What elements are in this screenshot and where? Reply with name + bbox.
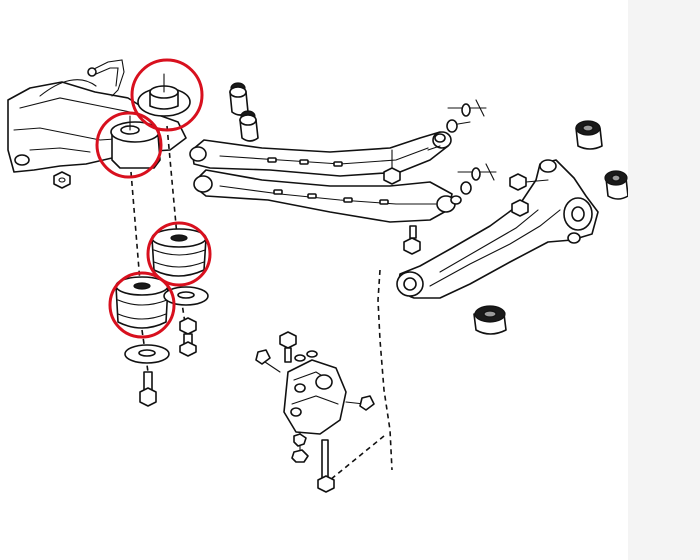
bracket-lower-bolts [291,431,335,493]
trailing-arm-bolt [509,173,549,191]
trailing-arm-bushing-mid [604,170,628,200]
upper-arm-end-bolt [383,149,401,185]
upper-control-arm [189,131,452,177]
alignment-line-trailing-arm [377,269,393,471]
washer-front [124,344,170,364]
trailing-arm-nut [511,199,529,217]
bracket-side-bolt [255,349,375,411]
arm-bolt-set-upper [427,99,487,151]
trailing-arm-bushing-front [473,305,507,335]
highlight-ring-upper-rear [130,58,204,132]
bushing-bolt-rear [179,317,197,357]
arm-bolt-set-lower [450,163,497,205]
bushing-bolt-front [139,371,157,407]
highlight-ring-upper-front [95,111,163,179]
trailing-arm-bushing-top [575,120,603,150]
subframe-lower-bushing-front [115,276,169,329]
side-panel [628,0,700,560]
arm-bushing-lower [239,110,259,142]
arm-bushing-upper [229,82,249,116]
lower-arm-end-bolt [403,225,421,255]
highlight-ring-lower-front [108,271,176,339]
alignment-line-bracket [329,435,385,481]
bracket-bolt-top [279,331,297,363]
subframe-lower-bushing-rear [151,228,207,277]
highlight-ring-lower-rear [146,221,212,287]
bracket-washer-top [294,350,318,362]
alignment-line-rear [166,125,178,237]
lower-control-arm [193,169,456,223]
trailing-arm-mounting-bracket [283,359,347,435]
pipe-bracket [87,59,125,97]
rear-suspension-exploded-view [7,58,628,493]
alignment-line-front [130,171,141,283]
trailing-arm [396,159,599,299]
highlight-rings [95,58,212,339]
subframe-upper-bushing-rear [137,73,191,117]
alignment-line-rear-lower [179,289,187,331]
subframe-nut [53,171,71,189]
